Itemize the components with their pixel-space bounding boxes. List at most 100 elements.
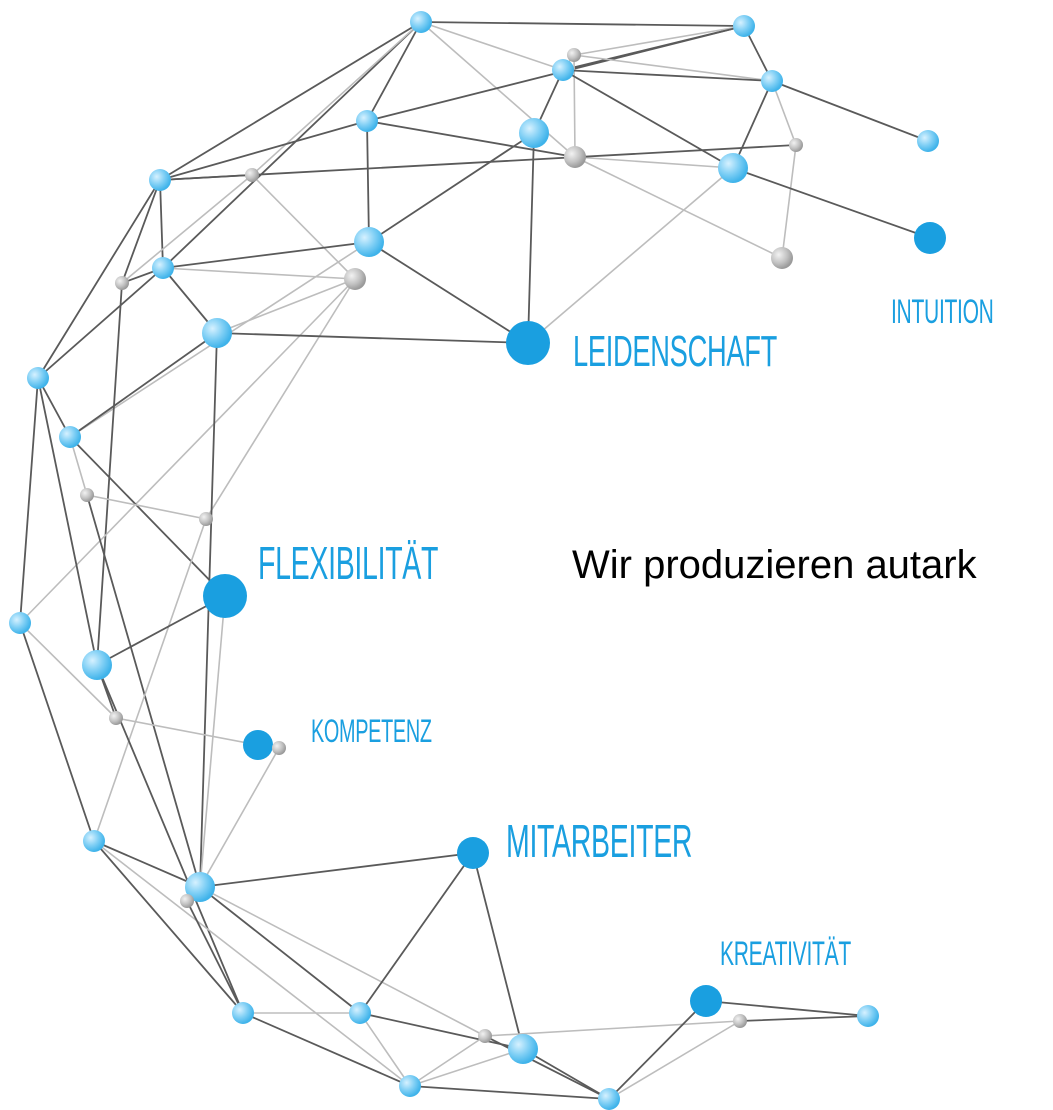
keyword-mitarbeiter: MITARBEITER (506, 815, 693, 867)
network-edge (608, 1000, 707, 1100)
network-edge (409, 1085, 610, 1100)
gray-node (109, 711, 123, 725)
network-edge (69, 332, 218, 438)
network-edge (522, 1048, 610, 1100)
network-edge (366, 21, 422, 122)
tagline: Wir produzieren autark (572, 543, 977, 587)
gray-node (564, 146, 586, 168)
network-edge (37, 377, 98, 666)
blue-node (232, 1002, 254, 1024)
network-edge (37, 179, 161, 379)
network-edge (574, 156, 783, 259)
network-edge (121, 174, 253, 284)
keyword-node (506, 321, 550, 365)
network-edge (159, 120, 368, 181)
network-edge (37, 377, 71, 438)
keyword-node (457, 837, 489, 869)
network-edge (573, 54, 773, 82)
network-edge (19, 377, 39, 624)
network-edge (205, 278, 356, 520)
keyword-flexibilitaet: FLEXIBILITÄT (258, 537, 439, 589)
network-edge (93, 840, 411, 1087)
network-edge (562, 69, 734, 169)
network-edge (359, 1012, 524, 1050)
blue-node (857, 1005, 879, 1027)
keyword-node (203, 574, 247, 618)
gray-node (733, 1014, 747, 1028)
network-edge (366, 120, 370, 243)
network-edge (573, 54, 576, 158)
blue-node (508, 1034, 538, 1064)
gray-node (567, 48, 581, 62)
blue-node (202, 318, 232, 348)
network-edge (159, 21, 422, 181)
network-edge (162, 241, 370, 269)
blue-node (917, 130, 939, 152)
blue-node (718, 153, 748, 183)
network-edge (19, 622, 95, 842)
network-edge (484, 1035, 610, 1100)
blue-node (9, 612, 31, 634)
network-nodes (9, 11, 946, 1110)
network-edge (484, 1020, 741, 1037)
network-edge (527, 167, 734, 344)
network-edge (162, 267, 356, 280)
network-edge (96, 282, 123, 666)
network-edge (359, 852, 474, 1014)
gray-node (199, 512, 213, 526)
gray-node (180, 894, 194, 908)
network-edge (199, 747, 280, 888)
network-edge (368, 132, 535, 243)
network-edge (93, 518, 207, 842)
network-edge (359, 1012, 411, 1087)
blue-node (552, 59, 574, 81)
blue-node (356, 110, 378, 132)
network-edge (216, 332, 529, 344)
network-edge (574, 156, 734, 169)
network-edge (96, 595, 226, 666)
network-edge (199, 852, 474, 888)
network-edge (96, 664, 244, 1014)
blue-node (733, 15, 755, 37)
network-edge (159, 144, 797, 181)
blue-node (149, 169, 171, 191)
gray-node (80, 488, 94, 502)
network-edge (409, 1035, 486, 1087)
blue-node (152, 257, 174, 279)
network-edge (366, 120, 576, 158)
network-edge (608, 1020, 741, 1100)
blue-node (59, 426, 81, 448)
keyword-intuition: INTUITION (891, 293, 994, 331)
network-edge (409, 1048, 524, 1087)
keyword-leidenschaft: LEIDENSCHAFT (573, 327, 777, 376)
network-edge (19, 622, 117, 719)
network-edge (251, 21, 422, 176)
blue-node (598, 1088, 620, 1110)
network-edge (420, 21, 564, 71)
network-edge (159, 179, 164, 269)
network-edge (199, 595, 226, 888)
network-edge (739, 1015, 869, 1022)
gray-node (344, 268, 366, 290)
network-edge (771, 80, 797, 146)
network-edge (242, 1012, 411, 1087)
blue-node (27, 367, 49, 389)
network-edge (86, 494, 207, 520)
network-edge (69, 436, 226, 597)
network-edge (781, 144, 797, 259)
network-edge (86, 494, 201, 888)
gray-node (789, 138, 803, 152)
blue-node (82, 650, 112, 680)
blue-node (410, 11, 432, 33)
network-edge (37, 267, 164, 379)
network-edge (162, 21, 422, 269)
keyword-node (690, 985, 722, 1017)
network-edge (93, 840, 201, 888)
gray-node (771, 247, 793, 269)
network-edge (251, 174, 356, 280)
keyword-node (243, 730, 273, 760)
network-edge (705, 1000, 869, 1017)
gray-node (478, 1029, 492, 1043)
blue-node (399, 1075, 421, 1097)
